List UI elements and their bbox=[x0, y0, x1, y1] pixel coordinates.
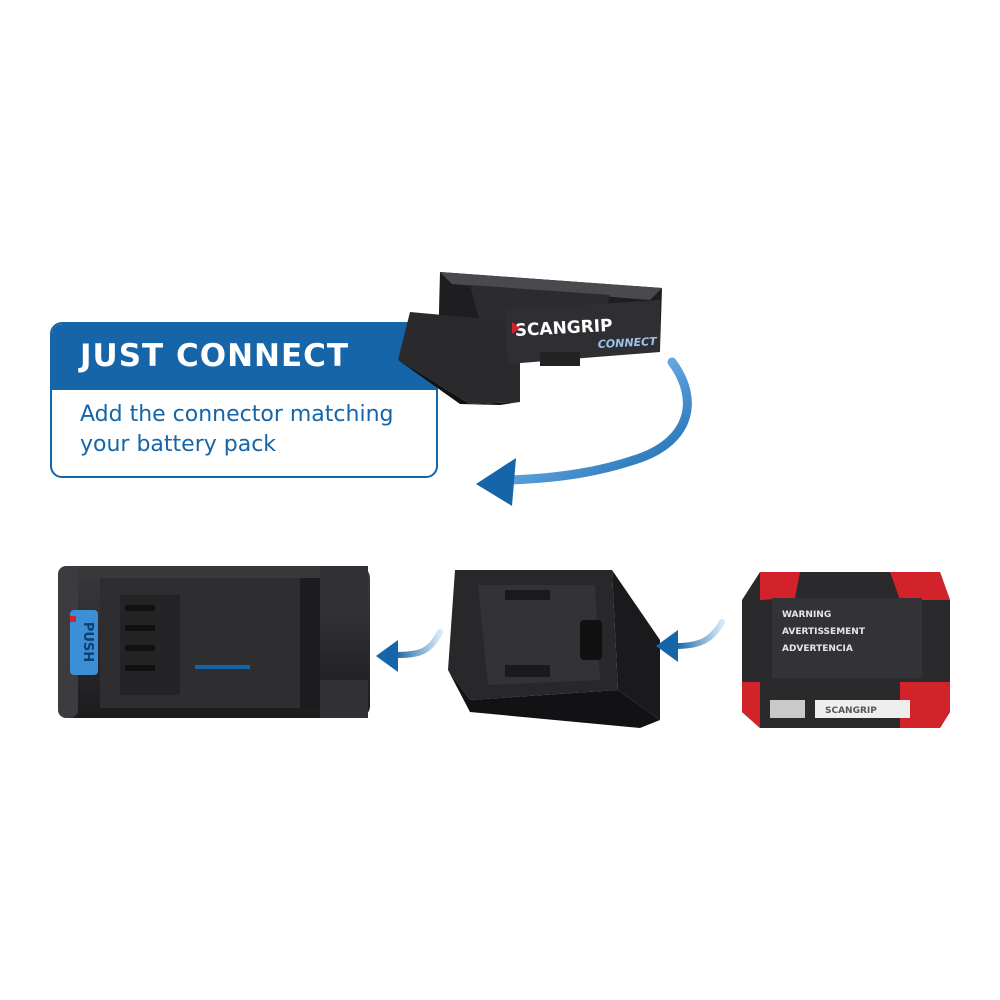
battery-warning-2: AVERTISSEMENT bbox=[782, 627, 866, 637]
battery-label-brand: SCANGRIP bbox=[825, 706, 877, 716]
just-connect-callout: JUST CONNECT Add the connector matching … bbox=[50, 322, 438, 478]
scangrip-logo-icon bbox=[512, 322, 520, 334]
callout-header-bar: JUST CONNECT bbox=[52, 324, 436, 390]
push-button[interactable] bbox=[70, 610, 98, 675]
battery-warning-3: ADVERTENCIA bbox=[782, 644, 853, 654]
push-button-label: PUSH bbox=[80, 622, 95, 662]
callout-description: Add the connector matching your battery … bbox=[80, 402, 394, 457]
connector-adapter-middle bbox=[448, 570, 660, 728]
battery-warning-1: WARNING bbox=[782, 610, 831, 620]
callout-title: JUST CONNECT bbox=[80, 338, 350, 374]
curved-arrow-icon bbox=[476, 357, 692, 506]
adapter-subbrand-text: CONNECT bbox=[597, 335, 658, 351]
curved-arrow-icon bbox=[376, 629, 443, 672]
curved-arrow-icon bbox=[656, 619, 725, 662]
connector-adapter-top: SCANGRIP CONNECT bbox=[398, 272, 662, 405]
battery-pack: WARNING AVERTISSEMENT ADVERTENCIA SCANGR… bbox=[742, 572, 950, 728]
worklight-base: PUSH bbox=[58, 566, 370, 718]
